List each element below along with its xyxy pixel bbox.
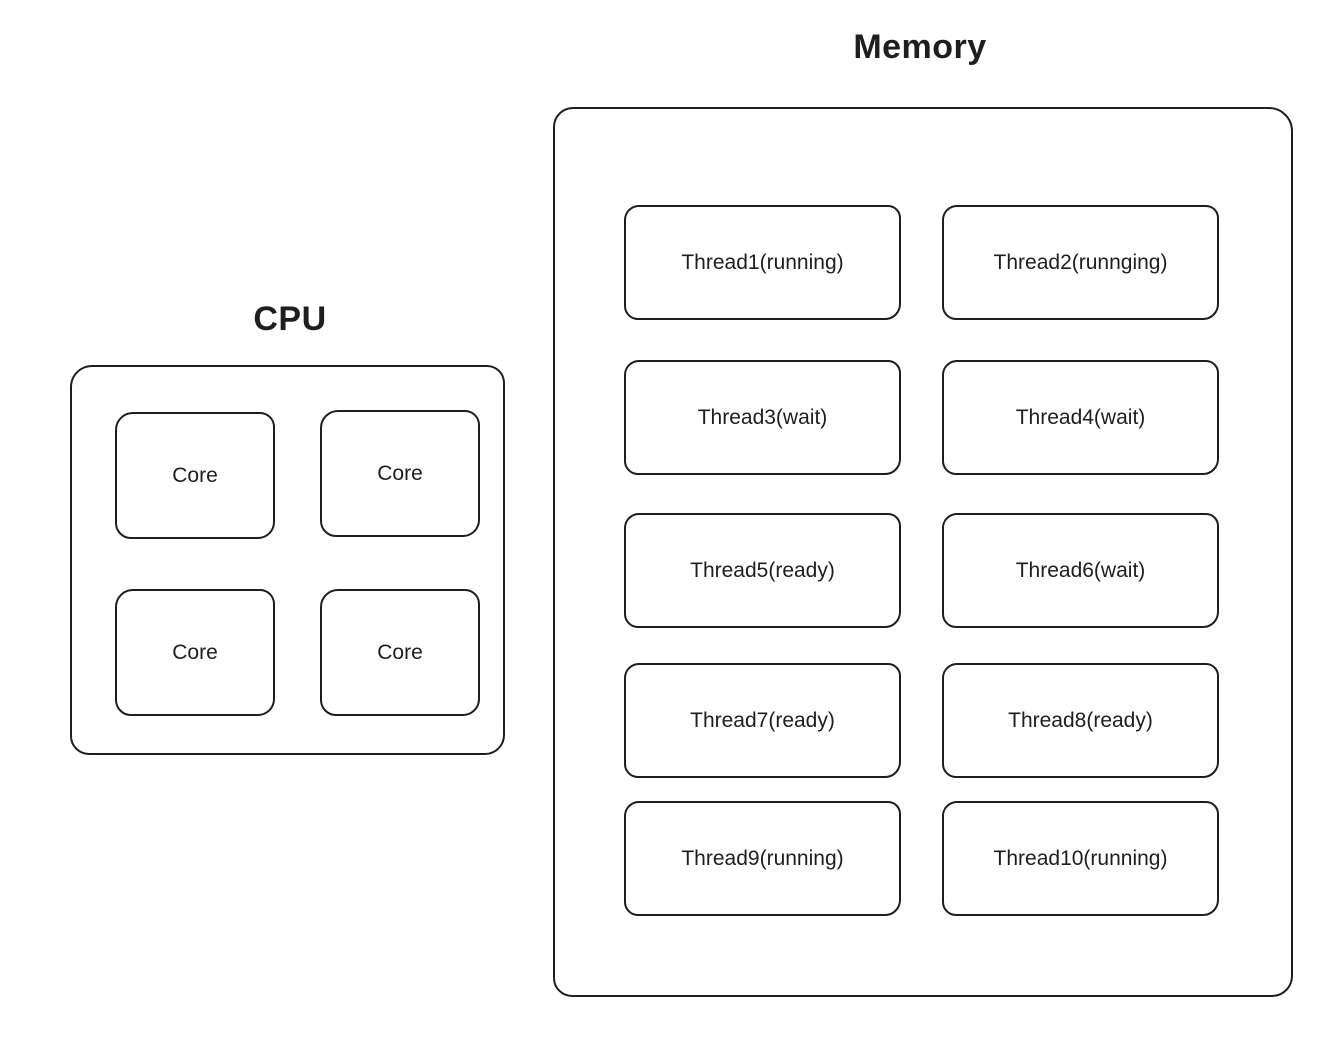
thread-box: Thread5(ready): [624, 513, 901, 628]
thread-box: Thread4(wait): [942, 360, 1219, 475]
thread-box: Thread8(ready): [942, 663, 1219, 778]
cpu-box: Core Core Core Core: [70, 365, 505, 755]
memory-box: Thread1(running) Thread2(runnging) Threa…: [553, 107, 1293, 997]
cpu-title: CPU: [253, 300, 327, 338]
thread-label: Thread1(running): [681, 250, 844, 274]
thread-label: Thread10(running): [993, 846, 1168, 870]
thread-label: Thread4(wait): [1015, 405, 1146, 429]
thread-box: Thread7(ready): [624, 663, 901, 778]
thread-label: Thread9(running): [681, 846, 844, 870]
thread-label: Thread6(wait): [1015, 558, 1146, 582]
core-box: Core: [115, 589, 275, 716]
thread-label: Thread8(ready): [1008, 708, 1153, 732]
core-box: Core: [320, 410, 480, 537]
thread-label: Thread2(runnging): [993, 250, 1168, 274]
thread-label: Thread5(ready): [690, 558, 835, 582]
memory-title: Memory: [853, 28, 987, 66]
thread-box: Thread9(running): [624, 801, 901, 916]
thread-box: Thread1(running): [624, 205, 901, 320]
core-label: Core: [377, 640, 423, 664]
core-box: Core: [115, 412, 275, 539]
thread-box: Thread6(wait): [942, 513, 1219, 628]
thread-label: Thread7(ready): [690, 708, 835, 732]
thread-box: Thread3(wait): [624, 360, 901, 475]
core-box: Core: [320, 589, 480, 716]
thread-label: Thread3(wait): [697, 405, 828, 429]
thread-box: Thread2(runnging): [942, 205, 1219, 320]
core-label: Core: [172, 640, 218, 664]
core-label: Core: [377, 461, 423, 485]
thread-box: Thread10(running): [942, 801, 1219, 916]
core-label: Core: [172, 463, 218, 487]
